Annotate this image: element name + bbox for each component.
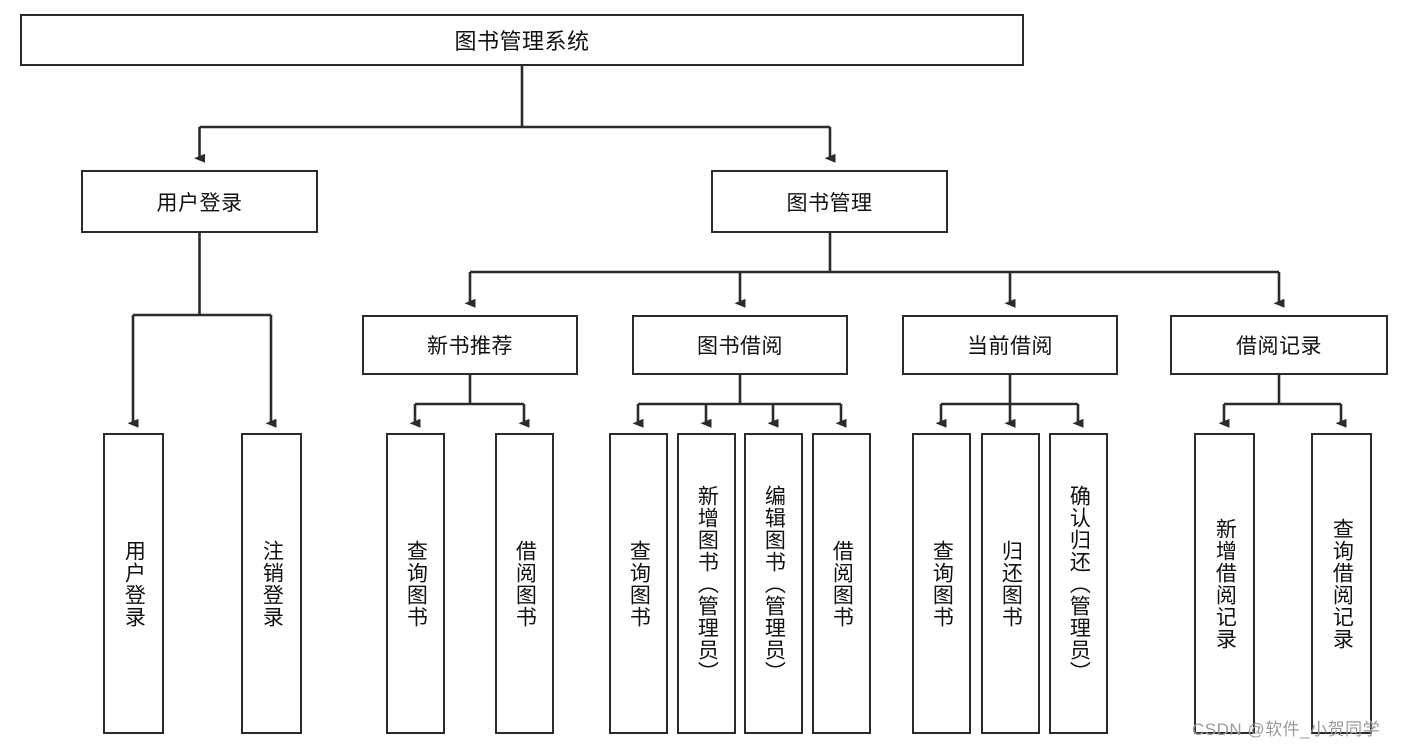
node-leaf-query-book-1[interactable]: 查询图书 bbox=[386, 433, 445, 734]
node-user-login[interactable]: 用户登录 bbox=[81, 170, 318, 233]
node-new-book-rec-label: 新书推荐 bbox=[427, 335, 513, 358]
node-leaf-confirm-return-label: 确认归还（管理员） bbox=[1067, 484, 1091, 683]
node-borrow-record[interactable]: 借阅记录 bbox=[1170, 315, 1388, 375]
node-user-login-label: 用户登录 bbox=[156, 191, 243, 215]
node-leaf-query-record[interactable]: 查询借阅记录 bbox=[1311, 433, 1372, 734]
node-leaf-borrow-book-2[interactable]: 借阅图书 bbox=[812, 433, 871, 734]
node-borrow-record-label: 借阅记录 bbox=[1236, 335, 1322, 358]
csdn-watermark: CSDN @软件_小贺同学 bbox=[1192, 720, 1381, 739]
node-leaf-query-book-3[interactable]: 查询图书 bbox=[912, 433, 971, 734]
node-book-manage[interactable]: 图书管理 bbox=[711, 170, 948, 233]
node-current-borrow[interactable]: 当前借阅 bbox=[902, 315, 1118, 375]
node-leaf-query-book-1-label: 查询图书 bbox=[404, 539, 428, 628]
node-leaf-query-book-2-label: 查询图书 bbox=[627, 539, 651, 628]
node-root-label: 图书管理系统 bbox=[454, 29, 590, 54]
node-leaf-logout-label: 注销登录 bbox=[260, 539, 284, 628]
node-leaf-return-book[interactable]: 归还图书 bbox=[981, 433, 1040, 734]
node-leaf-add-record[interactable]: 新增借阅记录 bbox=[1194, 433, 1255, 734]
node-book-manage-label: 图书管理 bbox=[786, 191, 873, 215]
node-leaf-query-book-2[interactable]: 查询图书 bbox=[609, 433, 668, 734]
node-leaf-query-record-label: 查询借阅记录 bbox=[1330, 517, 1354, 650]
node-leaf-user-login-label: 用户登录 bbox=[122, 539, 146, 628]
node-current-borrow-label: 当前借阅 bbox=[967, 335, 1053, 358]
node-leaf-borrow-book-2-label: 借阅图书 bbox=[830, 539, 854, 628]
node-leaf-borrow-book-1[interactable]: 借阅图书 bbox=[495, 433, 554, 734]
node-leaf-logout[interactable]: 注销登录 bbox=[241, 433, 302, 734]
node-root[interactable]: 图书管理系统 bbox=[20, 14, 1024, 66]
node-leaf-add-record-label: 新增借阅记录 bbox=[1213, 517, 1237, 650]
node-leaf-return-book-label: 归还图书 bbox=[999, 539, 1023, 628]
node-leaf-edit-book-label: 编辑图书（管理员） bbox=[762, 484, 786, 683]
node-leaf-user-login[interactable]: 用户登录 bbox=[103, 433, 164, 734]
node-book-borrow-label: 图书借阅 bbox=[697, 335, 783, 358]
node-leaf-borrow-book-1-label: 借阅图书 bbox=[513, 539, 537, 628]
node-book-borrow[interactable]: 图书借阅 bbox=[632, 315, 848, 375]
node-leaf-add-book[interactable]: 新增图书（管理员） bbox=[677, 433, 736, 734]
node-leaf-query-book-3-label: 查询图书 bbox=[930, 539, 954, 628]
node-new-book-rec[interactable]: 新书推荐 bbox=[362, 315, 578, 375]
node-leaf-confirm-return[interactable]: 确认归还（管理员） bbox=[1049, 433, 1108, 734]
node-leaf-add-book-label: 新增图书（管理员） bbox=[695, 484, 719, 683]
node-leaf-edit-book[interactable]: 编辑图书（管理员） bbox=[744, 433, 803, 734]
